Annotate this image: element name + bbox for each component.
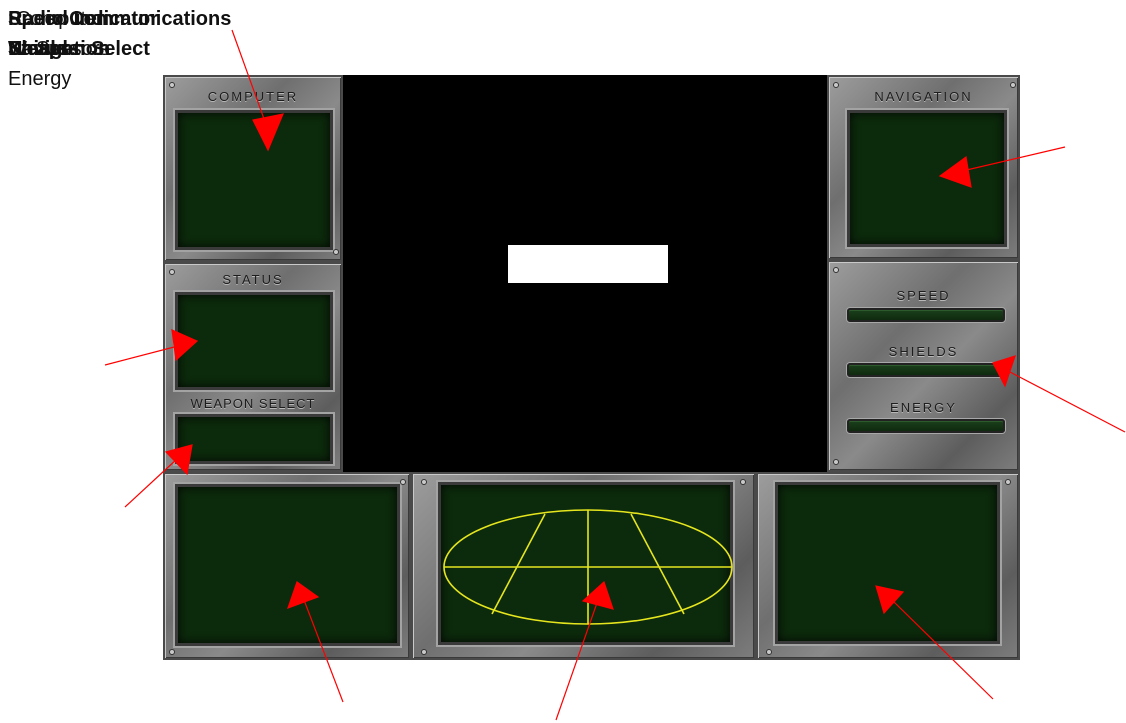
annotation-arrows (0, 0, 1126, 723)
